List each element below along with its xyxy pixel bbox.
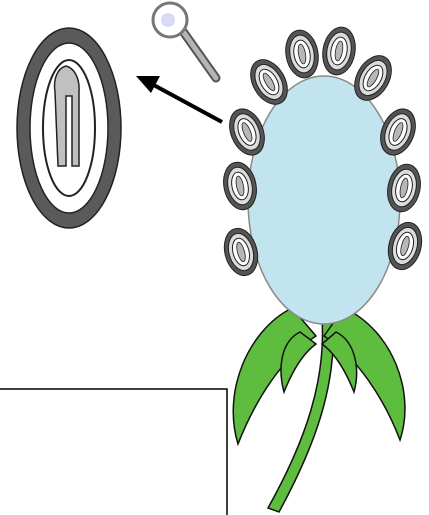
sepal-right bbox=[324, 308, 405, 440]
sepal-left bbox=[233, 308, 316, 444]
bud bbox=[319, 25, 359, 78]
magnified-bud-callout bbox=[17, 28, 121, 228]
magnifying-glass-icon bbox=[153, 3, 216, 78]
flower-receptacle bbox=[248, 76, 400, 324]
arrow-left-icon bbox=[136, 76, 222, 122]
bud bbox=[282, 28, 322, 81]
answer-box bbox=[0, 389, 227, 515]
